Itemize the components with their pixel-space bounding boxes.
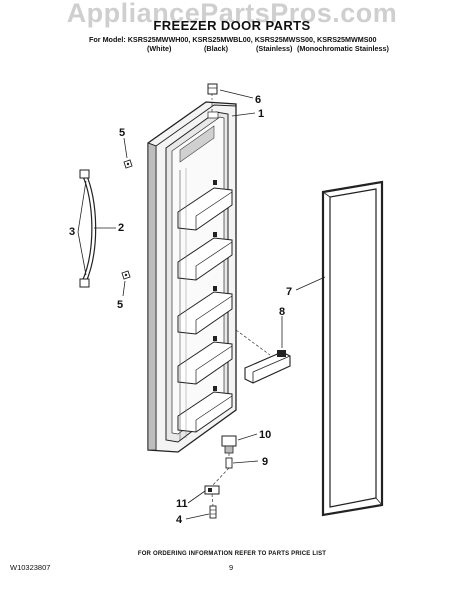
callout-6: 6 [255,94,261,106]
page-title: FREEZER DOOR PARTS [153,18,311,33]
callout-2: 2 [118,222,124,234]
callout-5-upper: 5 [119,127,125,139]
assembly-guides [211,104,271,507]
hinge-bushing [207,83,218,104]
callout-10: 10 [259,429,271,441]
model-list: For Model: KSRS25MWWH00, KSRS25MWBL00, K… [89,35,377,44]
document-number: W10323807 [10,563,51,572]
lower-hinge-cam [221,435,237,454]
callout-5-lower: 5 [117,299,123,311]
screw-upper [123,159,133,169]
watermark: AppliancePartsPros.com [66,0,398,28]
freezer-door [147,101,237,453]
variant-stainless: (Stainless) [256,44,293,53]
screw-lower [121,270,131,280]
hinge-bracket [204,485,220,495]
callout-1: 1 [258,108,264,120]
variant-white: (White) [147,44,172,53]
callout-11: 11 [176,498,188,510]
callout-7: 7 [286,286,292,298]
callout-9: 9 [262,456,268,468]
callout-8: 8 [279,306,285,318]
door-gasket [321,180,384,517]
variant-black: (Black) [204,44,228,53]
door-bin-5 [177,391,233,433]
callout-4: 4 [176,514,183,526]
page-number: 9 [229,563,234,572]
lower-hinge-pin [225,457,233,469]
variant-monochromatic: (Monochromatic Stainless) [297,44,389,53]
door-handle [79,169,97,288]
door-bin-4 [177,341,233,385]
door-bin-3 [177,291,233,335]
hinge-screw [209,505,217,519]
door-bin-2 [177,237,233,281]
ordering-note: FOR ORDERING INFORMATION REFER TO PARTS … [137,551,327,557]
leader-lines [77,89,326,520]
door-bracket [244,350,291,384]
door-bin-1 [177,187,233,231]
callout-3: 3 [69,226,75,238]
